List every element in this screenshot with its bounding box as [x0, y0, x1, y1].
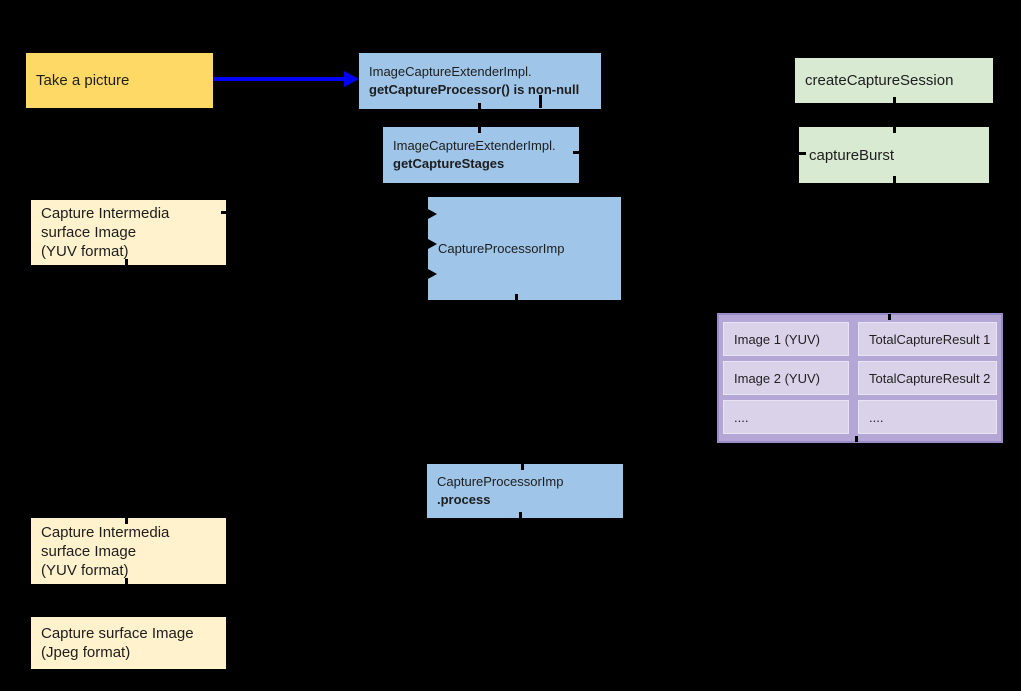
- flow-arrow-head-icon: [344, 71, 359, 87]
- box-capture-processor-imp: CaptureProcessorImp: [428, 197, 621, 300]
- connector-fragment: [125, 518, 128, 524]
- burst-results-table: Image 1 (YUV) TotalCaptureResult 1 Image…: [717, 313, 1003, 443]
- box-capture-processor-process-line1: CaptureProcessorImp: [437, 474, 564, 489]
- incoming-arrowhead-icon: [428, 209, 437, 219]
- box-capture-processor-process: CaptureProcessorImp .process: [427, 464, 623, 518]
- box-capture-processor-process-line2: .process: [437, 492, 491, 507]
- connector-fragment: [515, 294, 518, 300]
- box-intermedia-surface-yuv-top-line3: (YUV format): [41, 243, 129, 260]
- box-intermedia-surface-yuv-top: Capture Intermedia surface Image (YUV fo…: [31, 200, 226, 265]
- box-intermedia-surface-yuv-top-line2: surface Image: [41, 224, 137, 241]
- box-capture-surface-jpeg-line1: Capture surface Image: [41, 625, 194, 642]
- connector-fragment: [521, 464, 524, 470]
- burst-table-cell-result-1: TotalCaptureResult 1: [858, 322, 997, 356]
- box-get-capture-processor-line2: getCaptureProcessor() is non-null: [369, 82, 580, 97]
- box-capture-surface-jpeg: Capture surface Image (Jpeg format): [31, 617, 226, 669]
- burst-table-cell-image-2: Image 2 (YUV): [723, 361, 849, 395]
- incoming-arrowhead-icon: [428, 269, 437, 279]
- box-create-capture-session-label: createCaptureSession: [805, 72, 954, 89]
- box-get-capture-stages-line1: ImageCaptureExtenderImpl.: [393, 138, 556, 153]
- burst-table-cell-image-more: ....: [723, 400, 849, 434]
- burst-table-cell-result-2: TotalCaptureResult 2: [858, 361, 997, 395]
- box-capture-burst-label: captureBurst: [809, 146, 895, 164]
- connector-fragment: [539, 95, 542, 108]
- connector-fragment: [125, 578, 128, 584]
- connector-fragment: [478, 127, 481, 133]
- box-take-a-picture-label: Take a picture: [36, 72, 130, 89]
- burst-table-cell-result-more: ....: [858, 400, 997, 434]
- burst-table-cell-image-1: Image 1 (YUV): [723, 322, 849, 356]
- box-intermedia-surface-yuv-top-line1: Capture Intermedia: [41, 205, 170, 222]
- incoming-arrowhead-icon: [428, 239, 437, 249]
- flow-arrow-line: [213, 77, 346, 81]
- box-intermedia-surface-yuv-bottom-line2: surface Image: [41, 542, 137, 560]
- box-get-capture-stages-line2: getCaptureStages: [393, 156, 505, 171]
- connector-fragment: [125, 259, 128, 265]
- connector-fragment: [893, 97, 896, 104]
- box-create-capture-session: createCaptureSession: [795, 58, 993, 103]
- box-get-capture-processor: ImageCaptureExtenderImpl. getCaptureProc…: [359, 53, 601, 109]
- box-get-capture-stages: ImageCaptureExtenderImpl. getCaptureStag…: [383, 127, 579, 183]
- connector-fragment: [799, 152, 806, 155]
- box-intermedia-surface-yuv-bottom-line3: (YUV format): [41, 561, 129, 579]
- connector-fragment: [893, 127, 896, 133]
- connector-fragment: [855, 436, 858, 442]
- box-capture-processor-imp-label: CaptureProcessorImp: [438, 240, 565, 256]
- box-capture-burst: captureBurst: [799, 127, 989, 183]
- box-capture-surface-jpeg-line2: (Jpeg format): [41, 644, 131, 661]
- connector-fragment: [893, 176, 896, 183]
- box-intermedia-surface-yuv-bottom-line1: Capture Intermedia: [41, 523, 170, 541]
- connector-fragment: [519, 512, 522, 518]
- connector-fragment: [573, 151, 580, 154]
- connector-fragment: [888, 314, 891, 320]
- box-intermedia-surface-yuv-bottom: Capture Intermedia surface Image (YUV fo…: [31, 518, 226, 584]
- box-take-a-picture: Take a picture: [26, 53, 213, 108]
- connector-fragment: [478, 103, 481, 109]
- connector-fragment: [221, 211, 227, 214]
- box-get-capture-processor-line1: ImageCaptureExtenderImpl.: [369, 64, 532, 79]
